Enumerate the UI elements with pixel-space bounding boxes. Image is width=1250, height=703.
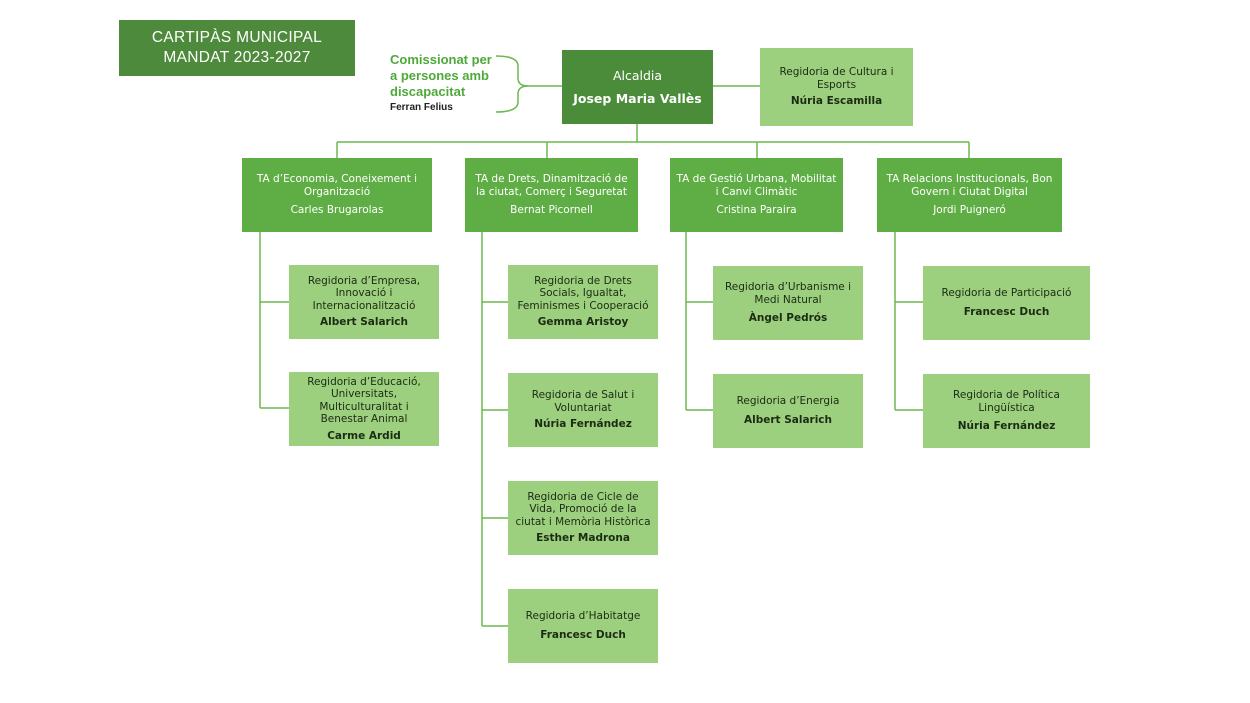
regidoria-title: Regidoria d’Empresa, Innovació i Interna… — [307, 274, 421, 312]
regidoria-box: Regidoria d’Energia Albert Salarich — [713, 374, 863, 448]
mayor-box: Alcaldia Josep Maria Vallès — [562, 50, 713, 124]
commissioner-brace-top — [495, 55, 562, 87]
regidoria-title: Regidoria de Participació — [941, 287, 1072, 300]
regidoria-name: Àngel Pedrós — [748, 312, 828, 324]
regidoria-title: Regidoria de Política Lingüística — [953, 389, 1060, 414]
area-title: TA Relacions Institucionals, Bon Govern … — [886, 173, 1053, 198]
regidoria-box: Regidoria d’Empresa, Innovació i Interna… — [289, 265, 439, 339]
area-name: Jordi Puigneró — [933, 204, 1006, 216]
area-box-relacions: TA Relacions Institucionals, Bon Govern … — [877, 158, 1062, 232]
area-title: TA d’Economia, Coneixement i Organitzaci… — [256, 173, 418, 198]
commissioner-line1: Comissionat per — [390, 52, 492, 67]
culture-regidoria-box: Regidoria de Cultura i Esports Núria Esc… — [760, 48, 913, 126]
area-title: TA de Gestió Urbana, Mobilitat i Canvi C… — [676, 173, 837, 198]
regidoria-box: Regidoria d’Educació, Universitats, Mult… — [289, 372, 439, 446]
area-box-economia: TA d’Economia, Coneixement i Organitzaci… — [242, 158, 432, 232]
area-name: Bernat Picornell — [510, 204, 593, 216]
commissioner-person: Ferran Felius — [390, 102, 453, 113]
culture-name: Núria Escamilla — [790, 95, 883, 107]
commissioner-line3: discapacitat — [390, 84, 466, 99]
regidoria-title: Regidoria d’Urbanisme i Medi Natural — [724, 281, 852, 306]
area-name: Carles Brugarolas — [290, 204, 384, 216]
regidoria-name: Carme Ardid — [327, 429, 401, 442]
mayor-name: Josep Maria Vallès — [573, 91, 702, 106]
regidoria-name: Albert Salarich — [743, 413, 833, 426]
regidoria-title: Regidoria de Drets Socials, Igualtat, Fe… — [517, 274, 649, 312]
commissioner-brace-bottom — [495, 85, 529, 113]
area-name: Cristina Paraira — [716, 204, 797, 216]
chart-title-line1: CARTIPÀS MUNICIPAL — [151, 29, 323, 46]
commissioner: Comissionat per a persones amb discapaci… — [390, 52, 500, 115]
area-box-gestio-urbana: TA de Gestió Urbana, Mobilitat i Canvi C… — [670, 158, 843, 232]
chart-title-line2: MANDAT 2023-2027 — [163, 49, 311, 66]
regidoria-box: Regidoria de Drets Socials, Igualtat, Fe… — [508, 265, 658, 339]
regidoria-box: Regidoria de Participació Francesc Duch — [923, 266, 1090, 340]
regidoria-title: Regidoria de Cicle de Vida, Promoció de … — [515, 490, 651, 528]
regidoria-name: Francesc Duch — [540, 628, 626, 641]
regidoria-box: Regidoria de Salut i Voluntariat Núria F… — [508, 373, 658, 447]
regidoria-title: Regidoria de Salut i Voluntariat — [531, 389, 635, 414]
chart-title: CARTIPÀS MUNICIPAL MANDAT 2023-2027 — [119, 20, 355, 76]
regidoria-box: Regidoria de Cicle de Vida, Promoció de … — [508, 481, 658, 555]
regidoria-title: Regidoria d’Energia — [736, 395, 840, 408]
regidoria-title: Regidoria d’Educació, Universitats, Mult… — [307, 375, 421, 426]
culture-title: Regidoria de Cultura i Esports — [779, 66, 894, 91]
regidoria-box: Regidoria d’Urbanisme i Medi Natural Àng… — [713, 266, 863, 340]
regidoria-name: Gemma Aristoy — [537, 316, 629, 329]
area-box-drets: TA de Drets, Dinamització de la ciutat, … — [465, 158, 638, 232]
regidoria-title: Regidoria d’Habitatge — [525, 610, 641, 623]
regidoria-name: Albert Salarich — [319, 316, 409, 329]
regidoria-name: Núria Fernández — [957, 420, 1056, 432]
regidoria-name: Esther Madrona — [536, 532, 630, 545]
regidoria-name: Francesc Duch — [963, 305, 1050, 318]
commissioner-line2: a persones amb — [390, 68, 489, 83]
regidoria-box: Regidoria d’Habitatge Francesc Duch — [508, 589, 658, 663]
regidoria-box: Regidoria de Política Lingüística Núria … — [923, 374, 1090, 448]
mayor-title: Alcaldia — [612, 68, 663, 83]
regidoria-name: Núria Fernández — [534, 418, 632, 430]
area-title: TA de Drets, Dinamització de la ciutat, … — [475, 173, 628, 198]
